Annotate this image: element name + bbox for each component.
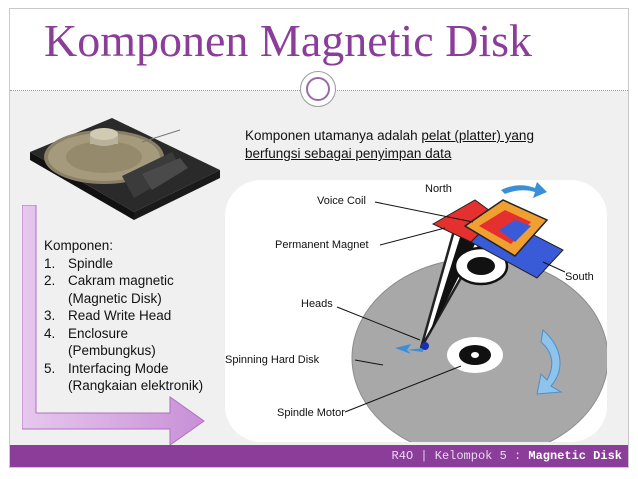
rotation-arrow-icon xyxy=(536,329,563,395)
component-list: Komponen: 1.Spindle 2.Cakram magnetic(Ma… xyxy=(44,237,203,395)
label-north: North xyxy=(425,183,452,195)
ornament-ring-inner-icon xyxy=(306,77,330,101)
hard-disk-picture xyxy=(30,118,220,220)
list-item: 5.Interfacing Mode(Rangkaian elektronik) xyxy=(44,360,204,394)
north-arrow-icon xyxy=(501,182,547,198)
list-item: 4.Enclosure(Pembungkus) xyxy=(44,325,156,359)
page-title: Komponen Magnetic Disk xyxy=(44,15,533,66)
description: Komponen utamanya adalah pelat (platter)… xyxy=(245,127,605,163)
head-motion-arrow-icon xyxy=(395,344,423,354)
footer-left: R4O | Kelompok 5 : xyxy=(391,449,529,463)
description-underlined-2: berfungsi sebagai penyimpan data xyxy=(245,146,452,161)
slide-frame xyxy=(9,8,629,468)
label-south: South xyxy=(565,271,594,283)
footer-text: R4O | Kelompok 5 : Magnetic Disk xyxy=(392,449,622,463)
footer-bar: R4O | Kelompok 5 : Magnetic Disk xyxy=(10,445,628,467)
label-spindle-motor: Spindle Motor xyxy=(277,407,345,419)
description-text: Komponen utamanya adalah xyxy=(245,128,422,143)
purple-arrow-icon xyxy=(22,205,205,445)
component-list-heading: Komponen: xyxy=(44,238,114,253)
description-underlined-1: pelat (platter) yang xyxy=(421,128,534,143)
footer-bold: Magnetic Disk xyxy=(528,449,622,463)
list-item: 1.Spindle xyxy=(44,255,114,271)
read-write-head xyxy=(421,342,429,350)
label-permanent-magnet: Permanent Magnet xyxy=(275,239,369,251)
list-item: 3.Read Write Head xyxy=(44,308,172,323)
magnetic-disk-diagram: North Voice Coil Permanent Magnet South … xyxy=(225,180,607,442)
label-heads: Heads xyxy=(301,298,333,310)
list-item: 2.Cakram magnetic(Magnetic Disk) xyxy=(44,273,174,306)
label-voice-coil: Voice Coil xyxy=(317,195,366,207)
label-spinning-hard-disk: Spinning Hard Disk xyxy=(225,354,320,366)
